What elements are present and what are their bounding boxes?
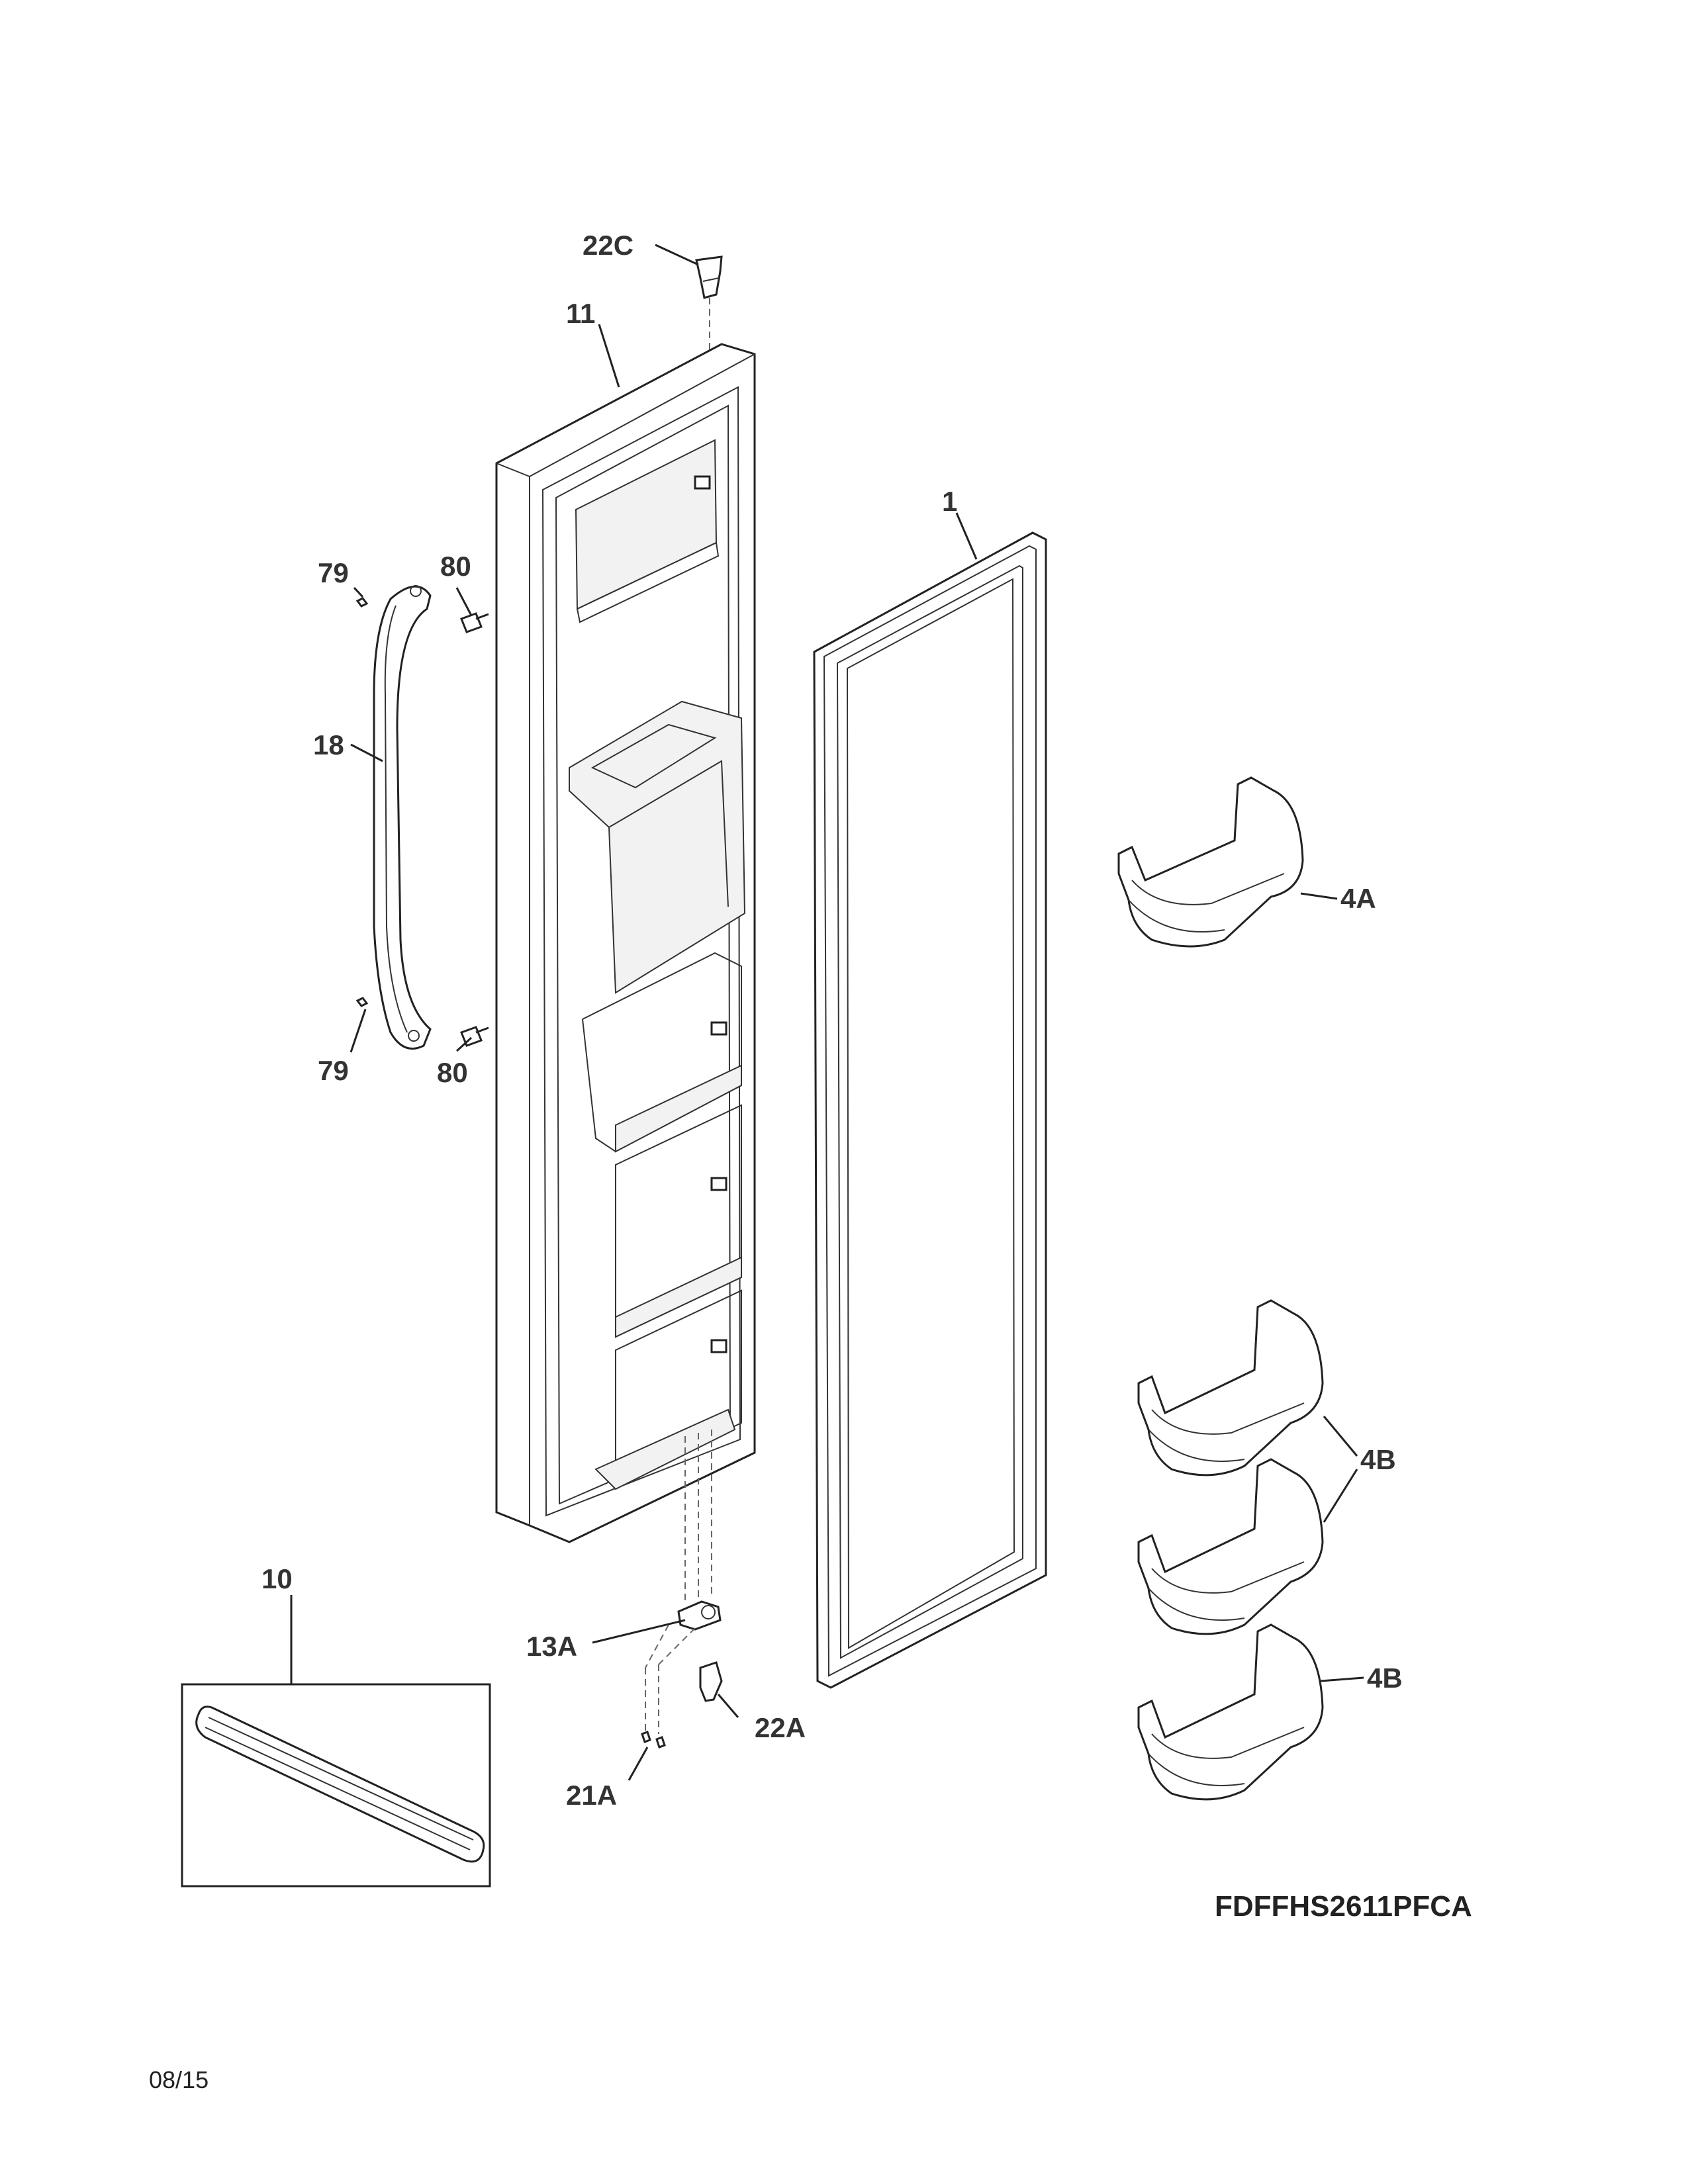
callout-4b-top: 4B — [1360, 1444, 1396, 1475]
callout-13a: 13A — [526, 1631, 577, 1662]
callout-labels: 22C 11 1 79 80 18 79 80 4A 4B 4B 10 13A … — [261, 230, 1403, 1811]
door-gasket — [813, 531, 1047, 1689]
bottom-hinge-parts — [641, 1430, 723, 1749]
callout-10: 10 — [261, 1563, 293, 1594]
door-bin-4b-middle — [1137, 1458, 1324, 1635]
callout-4b-bottom: 4B — [1367, 1662, 1403, 1694]
callout-1: 1 — [942, 486, 957, 517]
door-assembly — [495, 343, 756, 1543]
callout-4a: 4A — [1340, 883, 1376, 914]
callout-11: 11 — [566, 298, 595, 329]
top-hinge-bushing — [695, 255, 723, 351]
door-bin-4a — [1117, 776, 1304, 948]
door-bin-4b-bottom — [1137, 1623, 1324, 1801]
callout-18: 18 — [313, 729, 344, 760]
door-bin-4b-top — [1137, 1299, 1324, 1477]
door-handle — [373, 585, 432, 1050]
callout-22c: 22C — [583, 230, 633, 261]
date-code: 08/15 — [149, 2066, 209, 2093]
callout-79-top: 79 — [318, 557, 349, 588]
callout-21a: 21A — [566, 1780, 617, 1811]
callout-80-bottom: 80 — [437, 1057, 468, 1088]
handle-screws — [355, 597, 489, 1047]
callout-22a: 22A — [755, 1712, 806, 1743]
leader-lines — [290, 244, 1364, 1781]
callout-80-top: 80 — [440, 551, 471, 582]
callout-79-bottom: 79 — [318, 1055, 349, 1086]
model-number: FDFFHS2611PFCA — [1215, 1890, 1472, 1923]
water-tube-box — [181, 1683, 491, 1888]
